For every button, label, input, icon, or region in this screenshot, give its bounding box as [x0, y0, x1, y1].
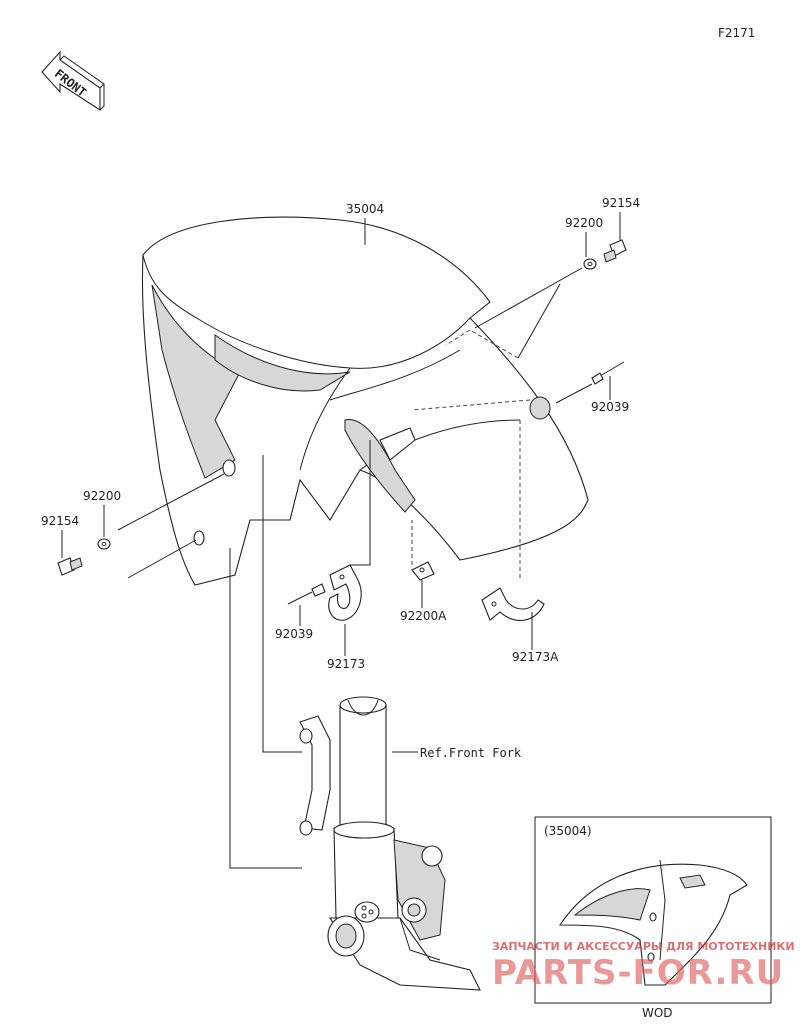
- clamp-left: [328, 564, 362, 621]
- watermark-tagline: ЗАПЧАСТИ И АКСЕССУАРЫ ДЛЯ МОТОТЕХНИКИ: [492, 940, 795, 953]
- clip-center: [411, 561, 435, 581]
- callout-ref-front-fork: Ref.Front Fork: [420, 746, 522, 760]
- inset-caption: WOD: [642, 1006, 673, 1020]
- front-fender: [141, 216, 589, 586]
- rivet-right: [591, 361, 625, 385]
- watermark: ЗАПЧАСТИ И АКСЕССУАРЫ ДЛЯ МОТОТЕХНИКИ PA…: [492, 940, 795, 993]
- rivet-left: [287, 583, 326, 605]
- callout-92200-left: 92200: [83, 489, 121, 503]
- callout-92173a: 92173A: [512, 650, 559, 664]
- inset-fender-variant: [558, 859, 748, 986]
- bolt-right: [603, 239, 627, 263]
- figure-code: F2171: [718, 26, 755, 40]
- callout-92200a: 92200A: [400, 609, 447, 623]
- front-fork: [299, 696, 481, 991]
- variant-inset: (35004) WOD: [534, 816, 772, 1020]
- callout-92200-right: 92200: [565, 216, 603, 230]
- washer-right: [583, 258, 597, 270]
- callout-92039-right: 92039: [591, 400, 629, 414]
- clamp-right: [481, 587, 545, 621]
- front-direction-arrow: FRONT: [41, 50, 105, 112]
- watermark-brand: PARTS-FOR.RU: [492, 953, 784, 993]
- callout-92154-right: 92154: [602, 196, 640, 210]
- callout-92154-left: 92154: [41, 514, 79, 528]
- callout-92173: 92173: [327, 657, 365, 671]
- washer-left: [97, 538, 111, 550]
- callout-92039-left: 92039: [275, 627, 313, 641]
- bolt-left: [57, 557, 83, 576]
- callout-35004: 35004: [346, 202, 384, 216]
- inset-title: (35004): [544, 824, 592, 838]
